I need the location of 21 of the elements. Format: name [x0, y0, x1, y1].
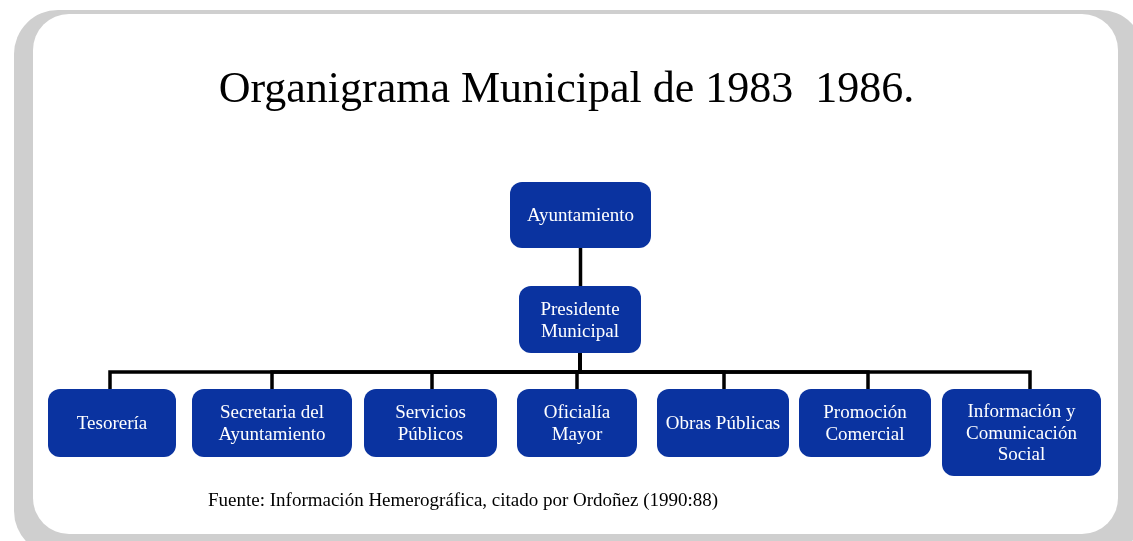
org-box [517, 389, 637, 457]
org-box [364, 389, 497, 457]
box-label: Presidente Municipal [539, 297, 621, 342]
org-box [799, 389, 931, 457]
org-box [657, 389, 789, 457]
title: Organigrama Municipal de 1983 1986. [217, 66, 916, 110]
box-label: Promoción Comercial [822, 401, 908, 445]
box-label: Obras Públicas [665, 412, 781, 434]
box-label: Secretaria del Ayuntamiento [217, 401, 327, 445]
box-label: Servicios Públicos [394, 401, 467, 445]
org-box [48, 389, 176, 457]
org-box [942, 389, 1101, 476]
org-box [192, 389, 352, 457]
box-label: Información y Comunicación Social [965, 399, 1078, 466]
source-caption: Fuente: Información Hemerográfica, citado por Ordoñez (1990:88) [208, 488, 719, 512]
org-box [510, 182, 651, 248]
box-label: Ayuntamiento [527, 204, 634, 226]
box-label: Tesorería [76, 412, 148, 434]
connector-line [578, 248, 583, 286]
box-label: Oficialía Mayor [542, 401, 612, 445]
org-box [519, 286, 641, 353]
